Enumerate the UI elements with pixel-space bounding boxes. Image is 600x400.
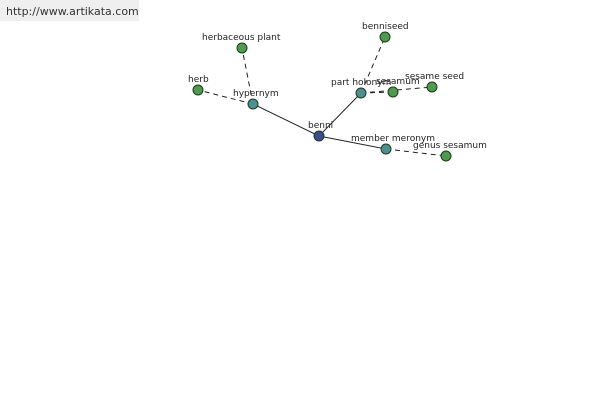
relation-node-part-holonym[interactable] [355, 87, 367, 99]
term-node-herbaceous-plant[interactable] [236, 42, 248, 54]
edge-hypernym-herb [197, 89, 254, 105]
term-node-sesamum[interactable] [387, 86, 399, 98]
relation-node-member-meronym[interactable] [380, 143, 392, 155]
edge-hypernym-herbaceous-plant [241, 47, 254, 105]
center-label[interactable]: benni [308, 121, 333, 131]
term-label-sesamum[interactable]: sesamum [376, 77, 420, 87]
term-label-herbaceous-plant[interactable]: herbaceous plant [202, 33, 281, 43]
graph-nodes [192, 31, 452, 162]
graph-edges [197, 36, 447, 157]
term-node-genus-sesamum[interactable] [440, 150, 452, 162]
relation-label-member-meronym[interactable]: member meronym [351, 134, 435, 144]
term-node-sesame-seed[interactable] [426, 81, 438, 93]
term-label-genus-sesamum[interactable]: genus sesamum [413, 141, 487, 151]
term-label-sesame-seed[interactable]: sesame seed [405, 72, 464, 82]
relation-label-part-holonym[interactable]: part holonym [331, 78, 391, 88]
edge-center-member-meronym [318, 135, 387, 150]
graph-labels: benni hypernym herbaceous plant herb part ho… [188, 22, 487, 151]
center-node[interactable] [313, 130, 325, 142]
source-link[interactable]: http://www.artikata.com [6, 5, 139, 18]
term-node-herb[interactable] [192, 84, 204, 96]
edge-part-holonym-benniseed [360, 36, 386, 94]
edge-member-meronym-genus-sesamum [385, 148, 447, 157]
edge-center-hypernym [252, 103, 320, 137]
relation-label-hypernym[interactable]: hypernym [233, 89, 279, 99]
edge-part-holonym-sesame-seed [360, 86, 433, 94]
edge-center-part-holonym [318, 92, 362, 137]
term-label-herb[interactable]: herb [188, 75, 209, 85]
term-node-benniseed[interactable] [379, 31, 391, 43]
source-banner: http://www.artikata.com [0, 0, 139, 21]
term-label-benniseed[interactable]: benniseed [362, 22, 409, 32]
relation-node-hypernym[interactable] [247, 98, 259, 110]
